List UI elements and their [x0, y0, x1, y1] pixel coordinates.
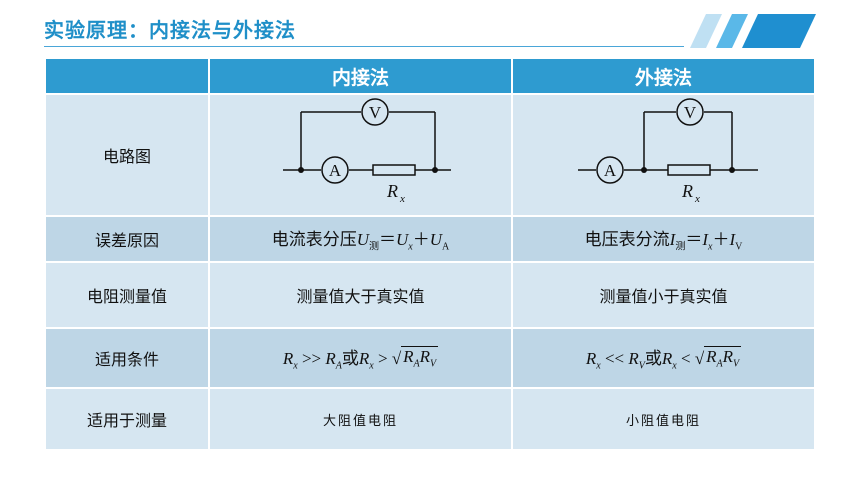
- header-outer: 外接法: [511, 57, 816, 95]
- outer-error-formula: 电压表分流I测＝Ix＋IV: [511, 215, 816, 263]
- inner-circuit-svg: V A R x: [282, 98, 451, 205]
- outer-circuit-svg: V A R x: [577, 98, 758, 205]
- voltmeter-label: V: [683, 103, 696, 122]
- resistor-sub: x: [399, 193, 405, 205]
- decorative-stripes: [690, 14, 816, 48]
- outer-measured-value: 测量值小于真实值: [511, 261, 816, 329]
- outer-circuit-diagram: V A R x: [511, 93, 816, 217]
- row-label-circuit: 电路图: [44, 93, 210, 217]
- voltmeter-symbol: [675, 98, 704, 126]
- inner-applicable: 大阻值电阻: [208, 387, 513, 451]
- ammeter-label: A: [328, 161, 341, 180]
- header-inner: 内接法: [208, 57, 513, 95]
- inner-error-formula: 电流表分压U测＝Ux＋UA: [208, 215, 513, 263]
- outer-condition-formula: Rx << RV或Rx < √RARV: [511, 327, 816, 389]
- resistor-sub: x: [694, 193, 700, 205]
- sqrt-symbol: √RARV: [391, 345, 439, 370]
- inner-condition-formula: Rx >> RA或Rx > √RARV: [208, 327, 513, 389]
- resistor-label: R: [386, 181, 398, 201]
- row-label-condition: 适用条件: [44, 327, 210, 389]
- voltmeter-symbol: [360, 98, 389, 126]
- sqrt-symbol: √RARV: [694, 345, 742, 370]
- ammeter-symbol: [595, 156, 624, 184]
- row-label-measured: 电阻测量值: [44, 261, 210, 329]
- header-empty: [44, 57, 210, 95]
- resistor-label: R: [681, 181, 693, 201]
- title-underline: [44, 46, 684, 47]
- inner-measured-value: 测量值大于真实值: [208, 261, 513, 329]
- outer-applicable: 小阻值电阻: [511, 387, 816, 451]
- inner-circuit-diagram: V A R x: [208, 93, 513, 217]
- row-label-error: 误差原因: [44, 215, 210, 263]
- comparison-table: 内接法 外接法 电路图: [44, 57, 816, 451]
- page-title: 实验原理：内接法与外接法: [44, 18, 296, 42]
- voltmeter-label: V: [368, 103, 381, 122]
- ammeter-symbol: [320, 156, 349, 184]
- row-label-applicable: 适用于测量: [44, 387, 210, 451]
- ammeter-label: A: [603, 161, 616, 180]
